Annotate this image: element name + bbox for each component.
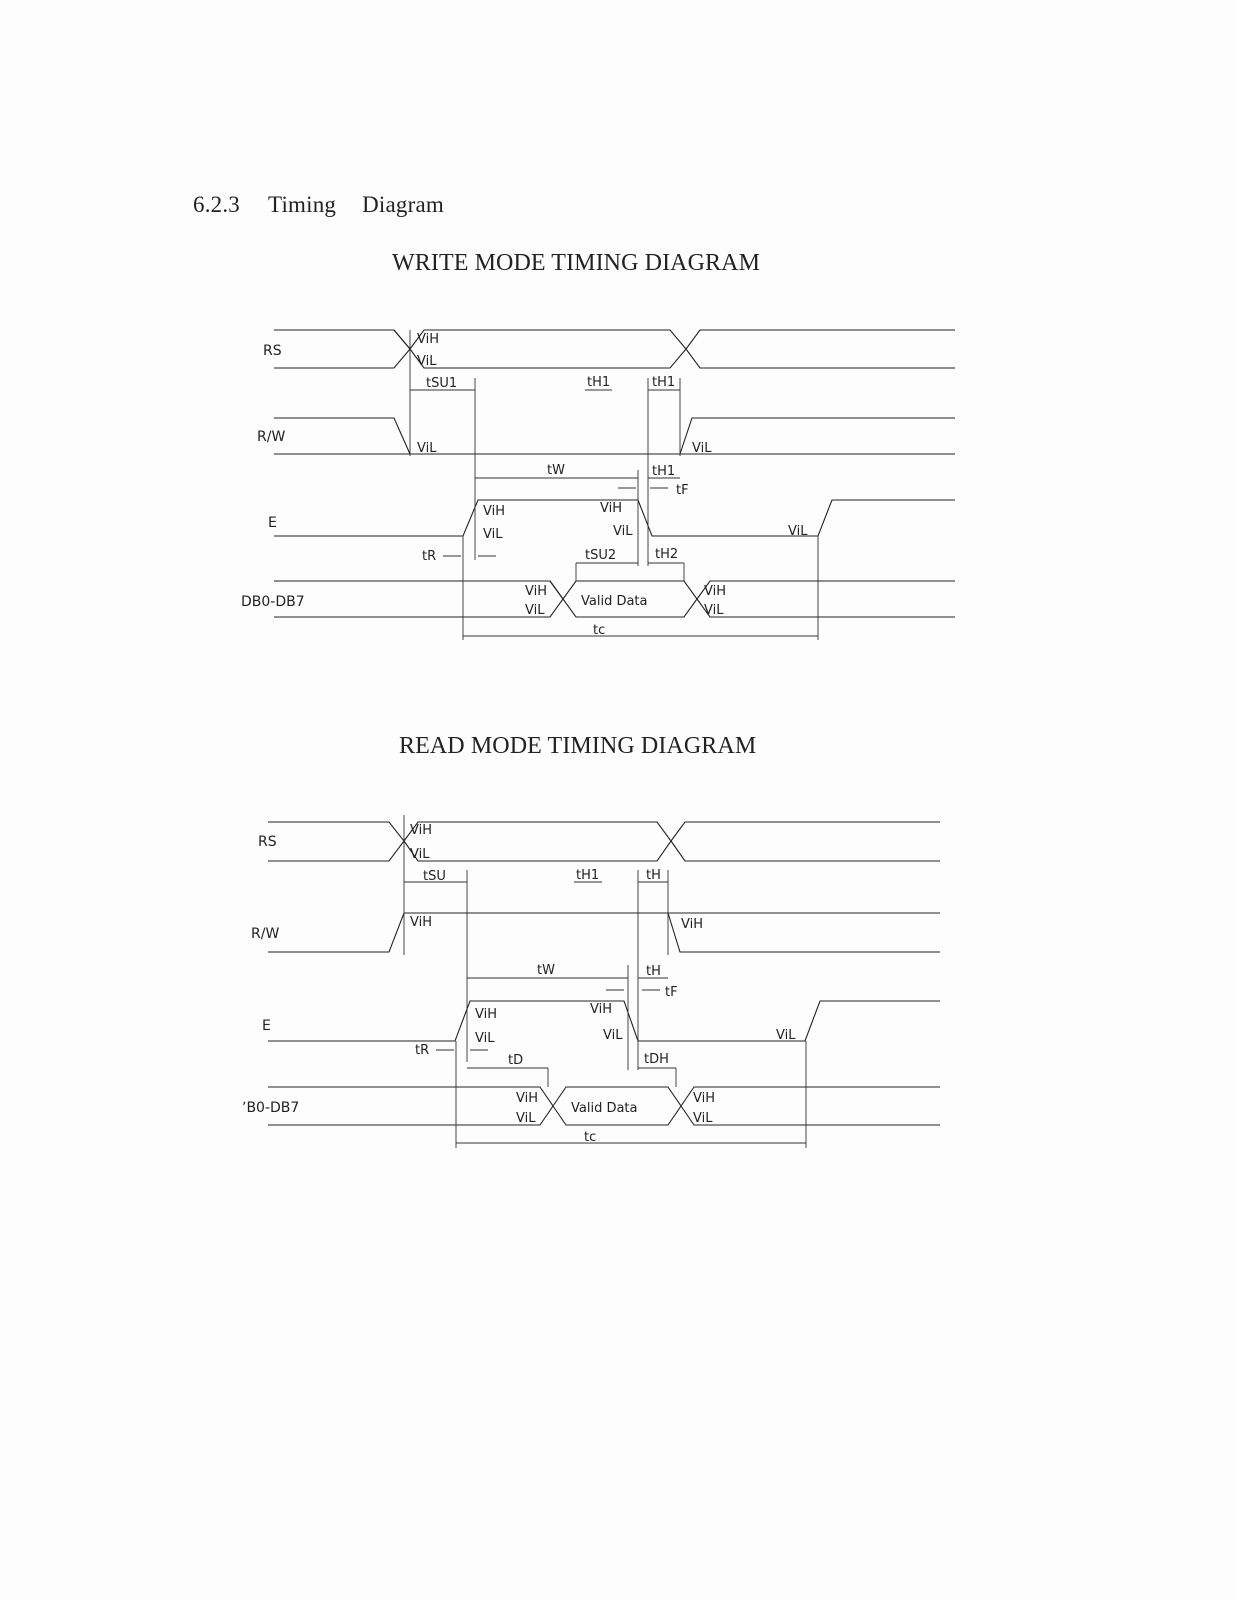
read-db-vil: ViL: [516, 1111, 536, 1126]
read-e-label: E: [262, 1018, 271, 1034]
read-e-vil-rise: ViL: [776, 1028, 796, 1043]
read-tc: tc: [584, 1130, 596, 1145]
read-tsu: tSU: [423, 869, 446, 884]
section-heading: 6.2.3 Timing Diagram: [193, 192, 444, 218]
write-e-vih-fall: ViH: [600, 501, 622, 516]
read-e-vil-fall: ViL: [603, 1028, 623, 1043]
write-db-vih-end: ViH: [704, 584, 726, 599]
read-db-vih-end: ViH: [693, 1091, 715, 1106]
read-th-b: tH: [646, 964, 661, 979]
write-db-vil: ViL: [525, 603, 545, 618]
read-db-waveform: [268, 1086, 940, 1126]
read-rw-label: R/W: [251, 926, 279, 942]
read-rs-waveform: [268, 821, 940, 862]
read-db-vih: ViH: [516, 1091, 538, 1106]
write-th1-c: tH1: [652, 464, 675, 479]
read-rs-label: RS: [258, 834, 277, 850]
write-rs-label: RS: [263, 343, 282, 359]
read-diagram-title: READ MODE TIMING DIAGRAM: [399, 733, 757, 759]
read-tdh: tDH: [644, 1052, 669, 1067]
read-e-vil: ViL: [475, 1031, 495, 1046]
write-e-vil-rise: ViL: [788, 524, 808, 539]
read-tf: tF: [665, 985, 678, 1000]
write-th1-b: tH1: [652, 375, 675, 390]
write-th2: tH2: [655, 547, 678, 562]
write-timing-diagram: RS ViH ViL R/W ViL ViL E ViH ViL ViH ViL…: [241, 329, 955, 640]
write-e-label: E: [268, 515, 277, 531]
read-timing-markers: [403, 815, 807, 1148]
write-db-vih: ViH: [525, 584, 547, 599]
write-db-vil-end: ViL: [704, 603, 724, 618]
section-word-timing: Timing: [268, 192, 337, 217]
read-e-vih-fall: ViH: [590, 1002, 612, 1017]
write-tsu1: tSU1: [426, 376, 457, 391]
write-tr: tR: [422, 549, 436, 564]
read-tr: tR: [415, 1043, 429, 1058]
write-e-vih: ViH: [483, 504, 505, 519]
write-tsu2: tSU2: [585, 548, 616, 563]
read-valid-data: Valid Data: [571, 1101, 638, 1116]
write-th1-a: tH1: [587, 375, 610, 390]
write-tw: tW: [547, 463, 565, 478]
write-db-label: DB0-DB7: [241, 594, 305, 610]
read-db-label: ʼB0-DB7: [242, 1100, 299, 1116]
read-th1: tH1: [576, 868, 599, 883]
write-timing-markers: [409, 330, 819, 640]
read-rw-vih: ViH: [410, 915, 432, 930]
write-tf: tF: [676, 483, 689, 498]
write-rw-waveform: [274, 417, 955, 455]
write-rw-vil-rise: ViL: [692, 441, 712, 456]
write-e-vil: ViL: [483, 527, 503, 542]
read-td: tD: [508, 1053, 523, 1068]
read-rw-vih-fall: ViH: [681, 917, 703, 932]
section-word-diagram: Diagram: [362, 192, 444, 217]
write-rs-vih: ViH: [417, 332, 439, 347]
read-db-vil-end: ViL: [693, 1111, 713, 1126]
write-e-vil-fall: ViL: [613, 524, 633, 539]
read-rw-waveform: [268, 912, 940, 953]
read-rs-vil: ViL: [410, 847, 430, 862]
write-rw-label: R/W: [257, 429, 285, 445]
section-number: 6.2.3: [193, 192, 240, 217]
read-th-a: tH: [646, 868, 661, 883]
read-e-waveform: [268, 1000, 940, 1042]
read-rs-vih: ViH: [410, 823, 432, 838]
read-timing-diagram: RS ViH ViL R/W ViH ViH E ViH ViL ViH ViL…: [242, 815, 940, 1148]
write-e-waveform: [274, 499, 955, 537]
write-valid-data: Valid Data: [581, 594, 648, 609]
write-tc: tc: [593, 623, 605, 638]
read-tw: tW: [537, 963, 555, 978]
read-e-vih: ViH: [475, 1007, 497, 1022]
write-rw-vil: ViL: [417, 441, 437, 456]
write-diagram-title: WRITE MODE TIMING DIAGRAM: [392, 250, 761, 276]
write-rs-vil: ViL: [417, 354, 437, 369]
